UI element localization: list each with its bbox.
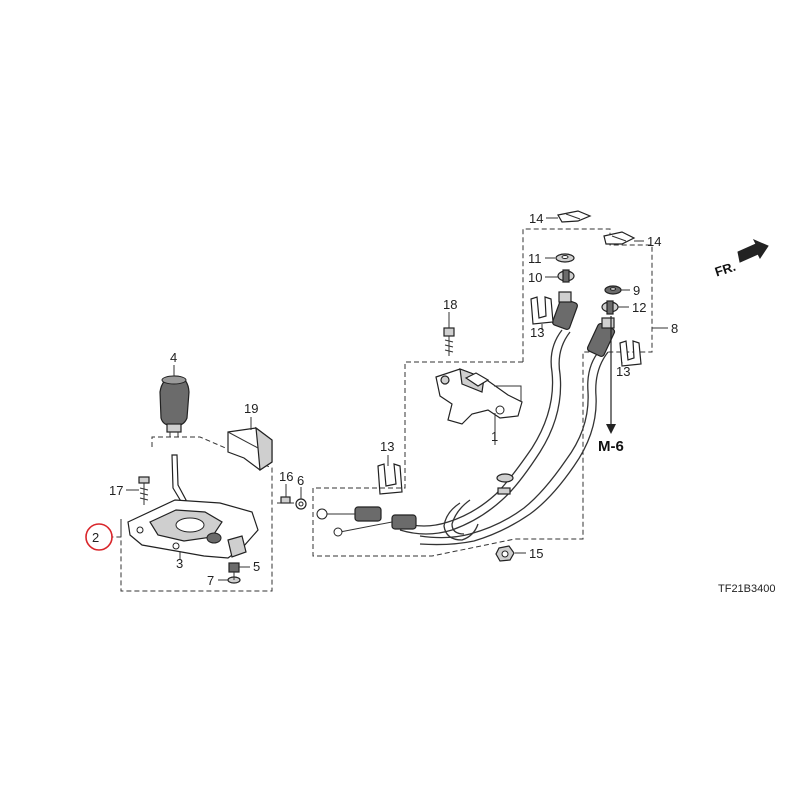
callout-13a: 13 xyxy=(530,325,544,340)
callout-15: 15 xyxy=(529,546,543,561)
shift-lever-rod xyxy=(171,454,187,504)
clip-13a-part xyxy=(530,296,554,325)
callout-9: 9 xyxy=(633,283,640,298)
cable-end-upper-b xyxy=(586,317,616,358)
clip-13b-part xyxy=(619,340,642,367)
drawing-code: TF21B3400 xyxy=(718,583,775,595)
shift-knob-part xyxy=(159,375,190,437)
collar-5-part xyxy=(228,562,240,573)
callout-14b: 14 xyxy=(647,234,661,249)
nut-15-part xyxy=(495,545,515,562)
cable-end-left xyxy=(316,506,417,537)
callout-10: 10 xyxy=(528,270,542,285)
cover-19-part xyxy=(227,426,273,472)
callout-12: 12 xyxy=(632,300,646,315)
bolt-7-part xyxy=(227,572,241,584)
direction-label: FR. xyxy=(713,259,738,280)
callout-6: 6 xyxy=(297,473,304,488)
bracket-leader xyxy=(494,385,522,402)
callout-13c: 13 xyxy=(380,439,394,454)
bushing-10-part xyxy=(557,269,575,283)
bolt-18-part xyxy=(443,327,455,356)
cable-bracket-part xyxy=(435,368,523,425)
bushing-12-part xyxy=(601,300,619,315)
clip-14a-part xyxy=(557,210,592,223)
callout-16: 16 xyxy=(279,469,293,484)
callout-3: 3 xyxy=(176,556,183,571)
reference-label: M-6 xyxy=(598,438,624,455)
callout-19: 19 xyxy=(244,401,258,416)
front-direction-arrow-icon xyxy=(737,239,769,263)
bolt-17-part xyxy=(138,476,150,505)
callout-17: 17 xyxy=(109,483,123,498)
highlight-circle xyxy=(85,523,113,551)
callout-7: 7 xyxy=(207,573,214,588)
reference-arrow xyxy=(606,316,616,434)
clip-13-center-part xyxy=(377,463,403,495)
clip-14b-part xyxy=(603,231,636,245)
group-bracket-lever xyxy=(112,436,273,592)
callout-4: 4 xyxy=(170,350,177,365)
callout-1: 1 xyxy=(491,429,498,444)
callout-2: 2 xyxy=(92,530,99,545)
cable-end-upper-a xyxy=(551,291,579,330)
washer-9-part xyxy=(604,285,622,295)
callout-5: 5 xyxy=(253,559,260,574)
shift-cables xyxy=(399,329,609,546)
washer-11-part xyxy=(555,253,575,263)
pin-16-part xyxy=(277,496,294,504)
callout-13b: 13 xyxy=(616,364,630,379)
callout-8: 8 xyxy=(671,321,678,336)
callout-18: 18 xyxy=(443,297,457,312)
washer-6-part xyxy=(295,498,307,510)
callout-14a: 14 xyxy=(529,211,543,226)
shift-lever-base-part xyxy=(127,499,259,559)
callout-11: 11 xyxy=(528,251,542,266)
